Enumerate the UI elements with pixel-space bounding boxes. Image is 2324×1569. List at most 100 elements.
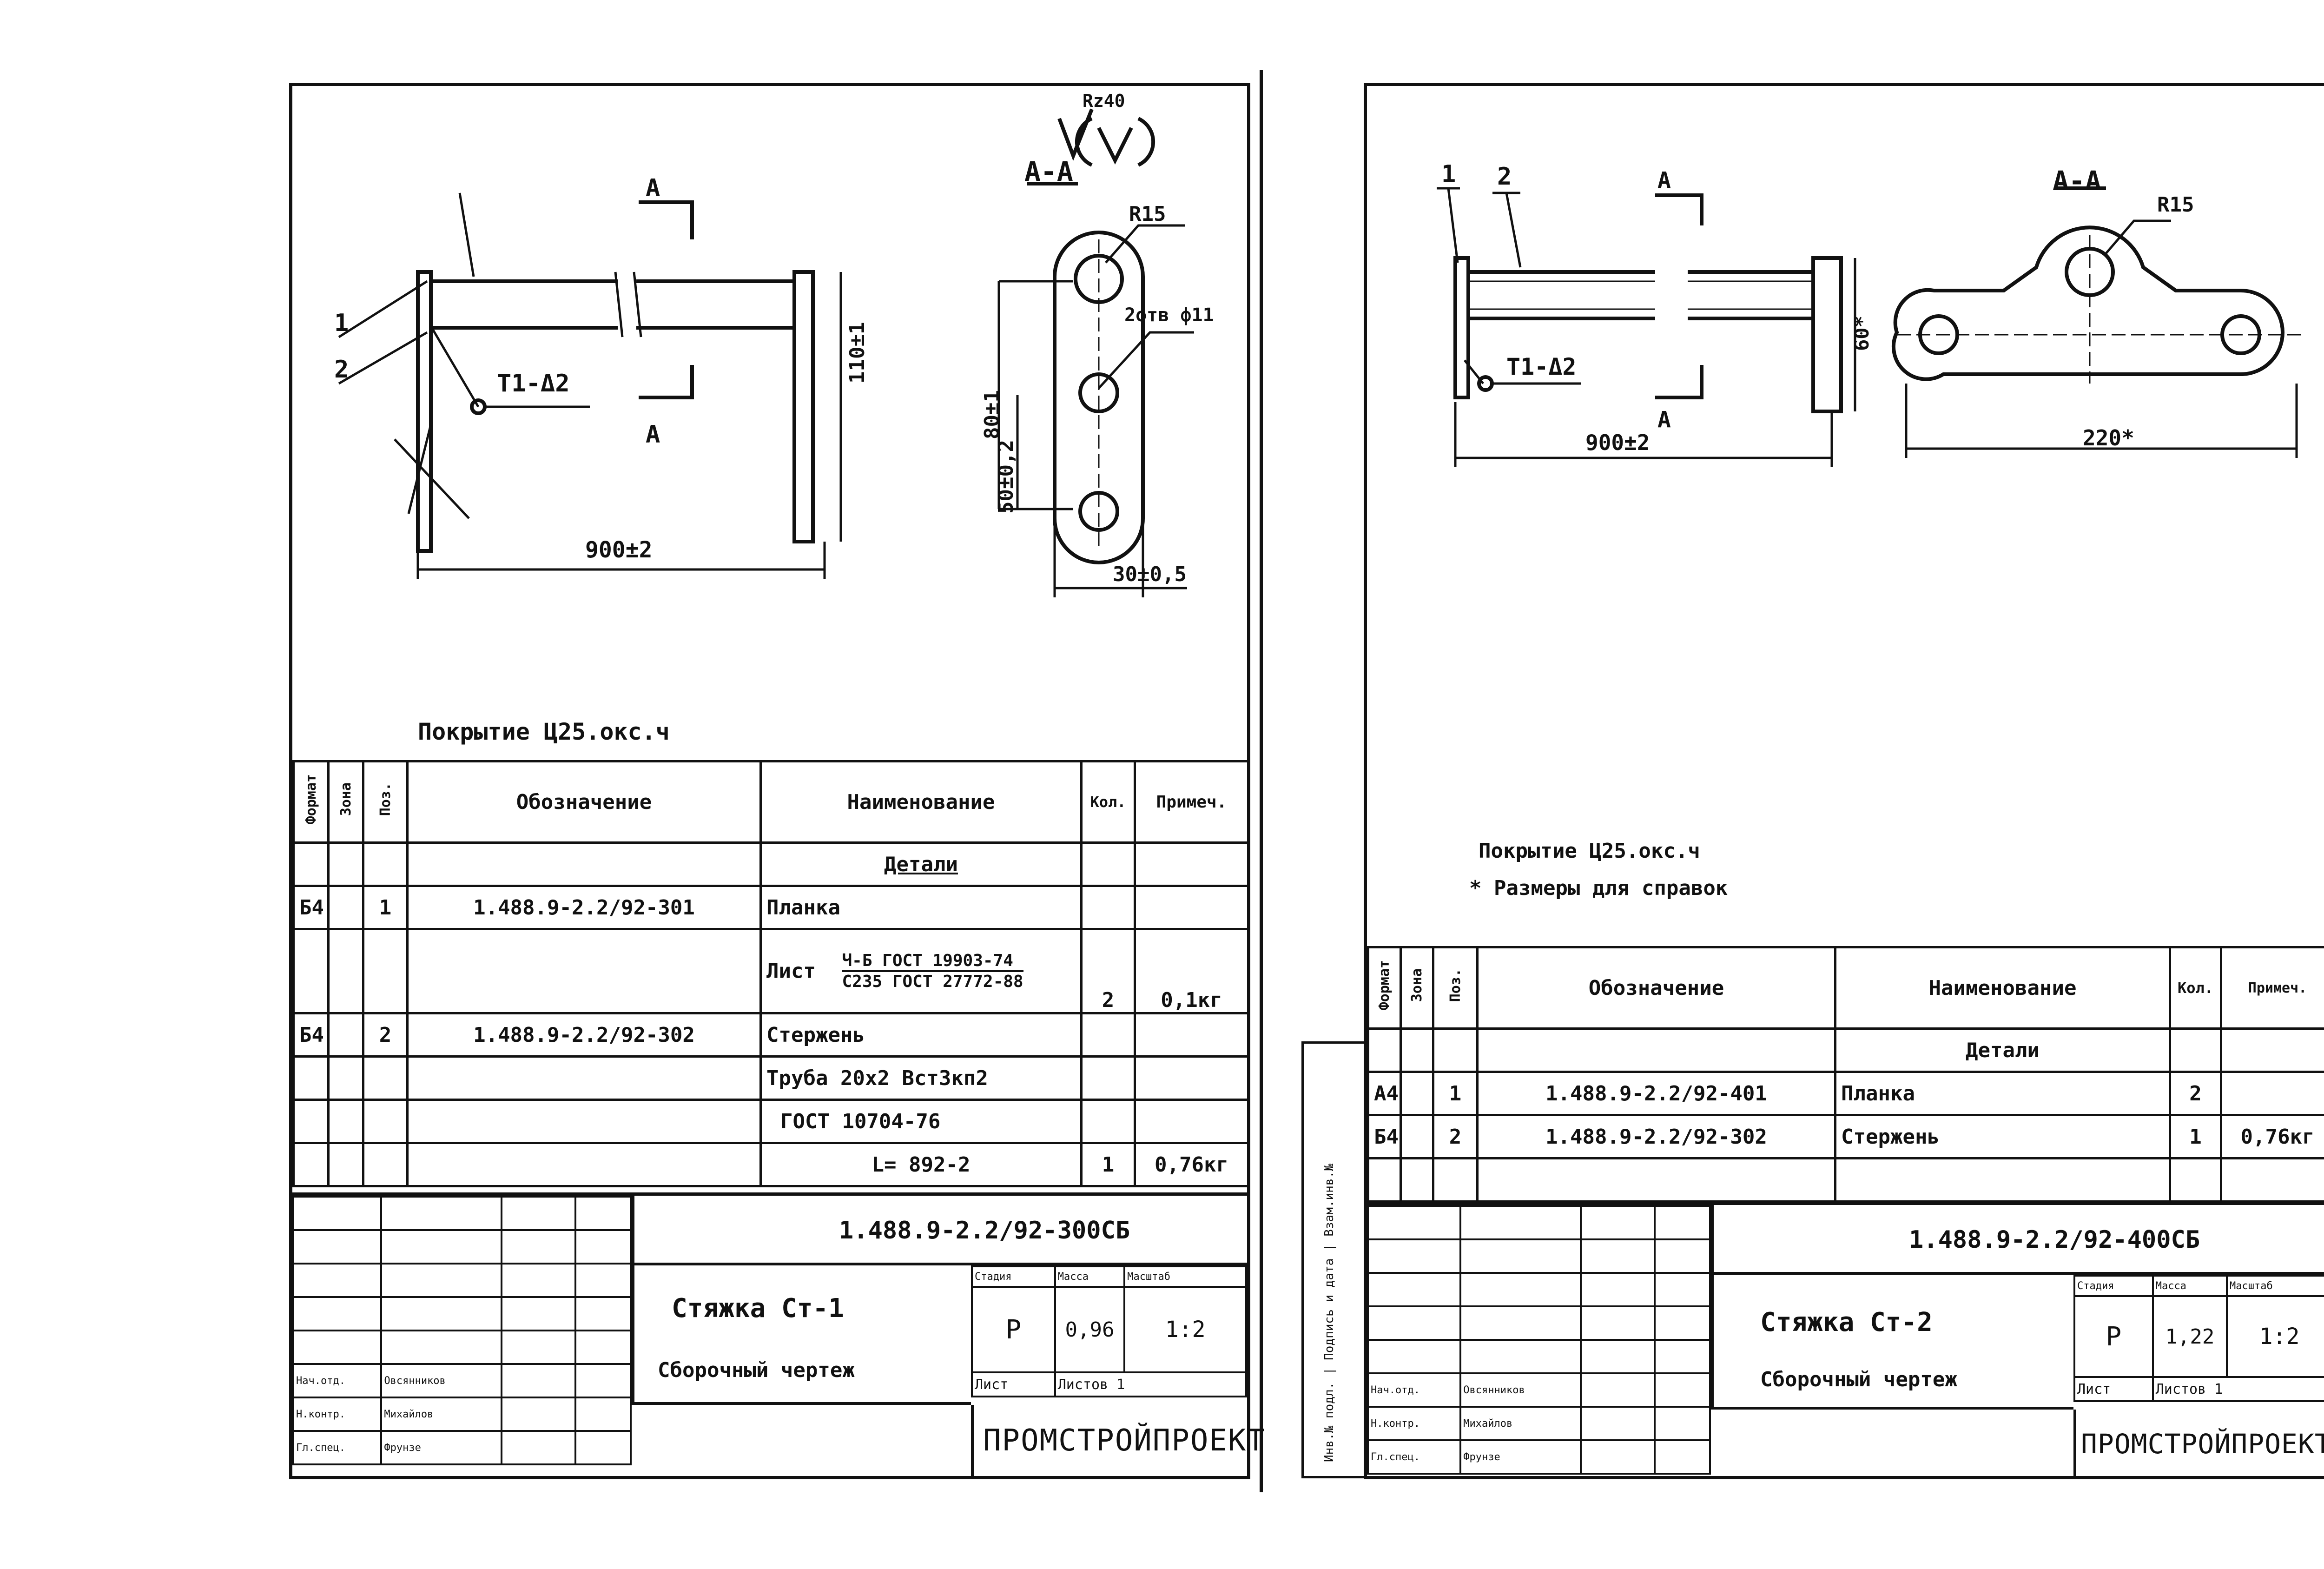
dim-height-label: 110±1 xyxy=(845,322,869,384)
col-name: Наименование xyxy=(759,760,1083,844)
dim-length-line xyxy=(416,542,826,579)
stamp-designation-cell: 1.488.9-2.2/92-300СБ xyxy=(632,1196,1247,1265)
title-block: Нач.отд.Овсянников Н.контр.Михайлов Гл.с… xyxy=(1367,1202,2324,1479)
weld-circle xyxy=(470,398,487,415)
plate-front-view xyxy=(416,270,433,553)
weld-label: Т1-Δ2 xyxy=(1506,353,1577,380)
group-label: Детали xyxy=(759,841,1083,887)
coating-note: Покрытие Ц25.окс.ч xyxy=(418,718,670,745)
col-qty: Кол. xyxy=(2169,946,2222,1030)
end-plate xyxy=(1811,256,1843,413)
specification-table: Формат Зона Поз. Обозначение Наименовани… xyxy=(292,760,1249,1187)
roughness-label: Rz40 xyxy=(1083,91,1125,111)
side-strip-label: Инв.№ подл. | Подпись и дата | Взам.инв.… xyxy=(1322,1164,1336,1462)
dim-80-label: 80±1 xyxy=(980,390,1004,439)
coating-note: Покрытие Ц25.окс.ч xyxy=(1479,839,1700,863)
title-block: Нач.отд.Овсянников Н.контр.Михайлов Гл.с… xyxy=(292,1192,1265,1479)
stage-value: Р xyxy=(2073,1295,2154,1378)
spec-header-row: Формат Зона Поз. Обозначение Наименовани… xyxy=(292,760,1249,844)
dim-220-line xyxy=(1905,384,2298,458)
section-marker-top: А xyxy=(1657,167,1671,193)
holes-label: 2отв ф11 xyxy=(1124,305,1214,326)
col-pos: Поз. xyxy=(1432,946,1479,1030)
dim-50-label: 50±0,2 xyxy=(994,440,1018,514)
col-designation: Обозначение xyxy=(1476,946,1836,1030)
dim-30-label: 30±0,5 xyxy=(1113,563,1187,586)
roughness-bracket xyxy=(1075,117,1155,167)
col-designation: Обозначение xyxy=(406,760,762,844)
weld-label: Т1-Δ2 xyxy=(497,370,570,397)
drawing-sheet-right: А-А А А 1 2 Т1-Δ2 900±2 60* 220* R15 Пок… xyxy=(1364,83,2324,1479)
specification-table: Формат Зона Поз. Обозначение Наименовани… xyxy=(1367,946,2324,1203)
leader-label-1: 1 xyxy=(1441,160,1456,188)
sheet-separator xyxy=(1260,70,1263,1492)
dim-length-label: 900±2 xyxy=(585,537,653,563)
leader-lines xyxy=(1437,187,1522,384)
stamp-signature-grid: Нач.отд.Овсянников Н.контр.Михайлов Гл.с… xyxy=(292,1196,632,1465)
col-pos: Поз. xyxy=(362,760,409,844)
reference-note: * Размеры для справок xyxy=(1469,876,1728,900)
rod-outline xyxy=(1468,270,1813,320)
scale-value: 1:2 xyxy=(1123,1286,1247,1373)
section-marker-bottom: А xyxy=(646,421,660,449)
stamp-org-cell: ПРОМСТРОЙПРОЕКТ xyxy=(971,1405,1265,1479)
spec-header-row: Формат Зона Поз. Обозначение Наименовани… xyxy=(1367,946,2324,1030)
leader-lines xyxy=(338,192,480,408)
weld-ticks xyxy=(394,420,470,519)
sheet-material-cell: Лист Ч-Б ГОСТ 19903-74 С235 ГОСТ 27772-8… xyxy=(759,928,1083,1014)
mass-value: 1,22 xyxy=(2152,1295,2228,1378)
hole-middle xyxy=(1078,372,1119,413)
col-name: Наименование xyxy=(1834,946,2171,1030)
col-note: Примеч. xyxy=(2220,946,2324,1030)
section-marks xyxy=(1655,193,1703,399)
org-name: ПРОМСТРОЙПРОЕКТ xyxy=(2081,1428,2324,1460)
drawing-subtitle: Сборочный чертеж xyxy=(1760,1368,1957,1391)
dim-60-label: 60* xyxy=(1850,316,1873,351)
rod-outline xyxy=(431,279,794,330)
col-format: Формат xyxy=(292,760,330,844)
mass-value: 0,96 xyxy=(1054,1286,1126,1373)
plate-front-view xyxy=(1453,256,1470,399)
section-marker-top: А xyxy=(646,174,660,202)
roughness-symbol xyxy=(1057,108,1094,161)
table-row xyxy=(1367,1157,2324,1203)
org-name: ПРОМСТРОЙПРОЕКТ xyxy=(983,1423,1266,1458)
drawing-number: 1.488.9-2.2/92-300СБ xyxy=(839,1217,1130,1245)
rod-inner xyxy=(1468,280,1813,310)
section-axis xyxy=(1897,235,2301,384)
group-label: Детали xyxy=(1834,1027,2171,1073)
stamp-org-cell: ПРОМСТРОЙПРОЕКТ xyxy=(2073,1410,2324,1479)
radius-label: R15 xyxy=(2157,193,2194,217)
dim-80-line xyxy=(997,280,1073,510)
table-row: Детали xyxy=(1367,1027,2324,1073)
col-zone: Зона xyxy=(327,760,364,844)
leader-label-2: 2 xyxy=(1497,163,1512,191)
dim-220-label: 220* xyxy=(2083,425,2134,450)
dim-length-line xyxy=(1454,402,1833,467)
leader-label-1: 1 xyxy=(334,309,349,337)
col-zone: Зона xyxy=(1400,946,1434,1030)
drawing-title: Стяжка Ст-2 xyxy=(1760,1307,1933,1337)
rod-break xyxy=(614,271,642,338)
stage-value: Р xyxy=(971,1286,1056,1373)
dim-30-line xyxy=(1053,518,1187,597)
approval-side-strip: Инв.№ подл. | Подпись и дата | Взам.инв.… xyxy=(1301,1041,1367,1478)
weld-circle xyxy=(1477,375,1494,392)
section-title: А-А xyxy=(1024,156,1073,187)
dim-length-label: 900±2 xyxy=(1585,430,1650,455)
col-note: Примеч. xyxy=(1134,760,1249,844)
radius-label: R15 xyxy=(1129,202,1166,226)
section-marks xyxy=(639,200,694,399)
section-title: А-А xyxy=(2053,165,2101,197)
stamp-signature-grid: Нач.отд.Овсянников Н.контр.Михайлов Гл.с… xyxy=(1367,1205,1711,1475)
drawing-sheet-left: Rz40 А-А А А 1 2 Т1-Δ2 900±2 110±1 80±1 … xyxy=(289,83,1265,1479)
end-plate xyxy=(792,270,815,543)
scale-value: 1:2 xyxy=(2226,1295,2324,1378)
section-leaders xyxy=(1098,224,1194,389)
